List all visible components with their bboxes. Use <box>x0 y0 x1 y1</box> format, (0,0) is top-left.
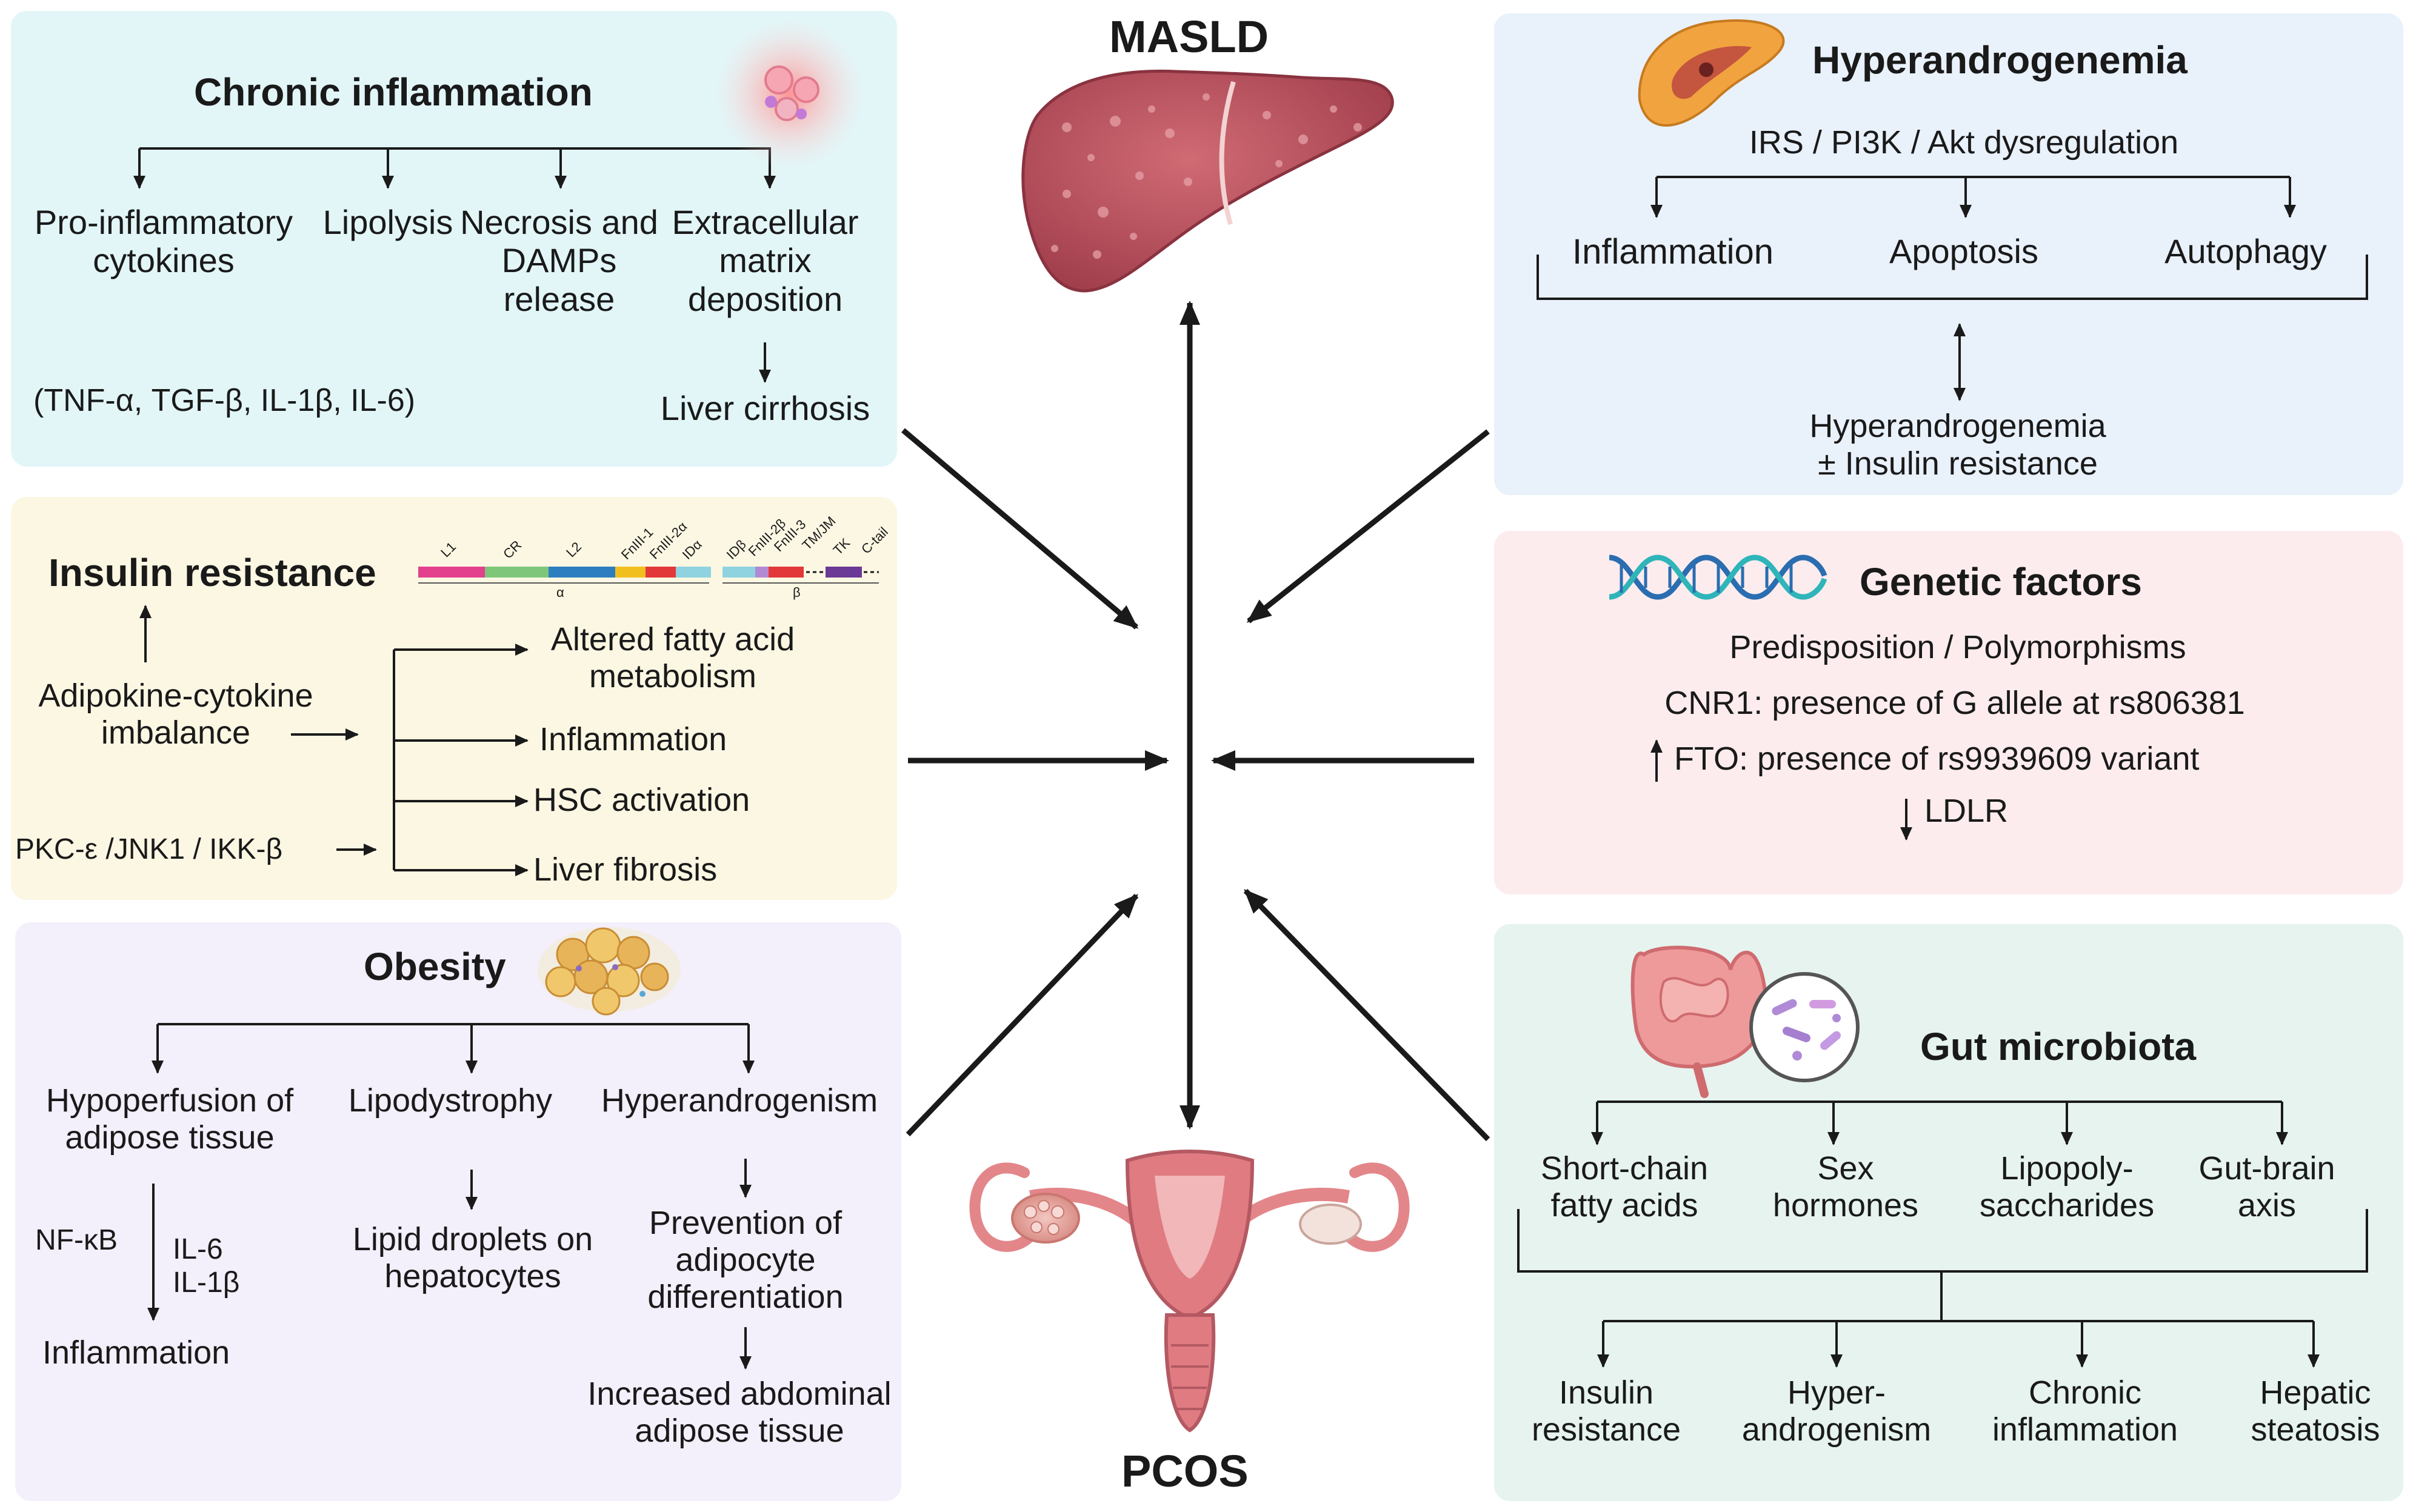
panel-obesity <box>15 922 901 1501</box>
arrow-from-gut-microbiota <box>1243 888 1490 1142</box>
dna-icon <box>1609 555 1827 600</box>
arrow-from-hyperandrogenemia <box>1246 429 1490 624</box>
gf-predisposition: Predisposition / Polymorphisms <box>1729 629 2186 665</box>
ob-inflammation: Inflammation <box>42 1334 230 1371</box>
gm-factor-scfa: Short-chain fatty acids <box>1540 1150 1709 1224</box>
ob-lipid-droplets: Lipid droplets on hepatocytes <box>352 1221 593 1295</box>
ob-item-lipodystrophy: Lipodystrophy <box>348 1082 553 1119</box>
ob-prevention: Prevention of adipocyte differentiation <box>647 1205 844 1316</box>
gm-factor-gut-brain: Gut-brain axis <box>2198 1150 2335 1224</box>
ci-item-ecm: Extracellular matrix deposition <box>672 203 859 318</box>
ci-cytokines-list: (TNF-α, TGF-β, IL-1β, IL-6) <box>33 383 416 418</box>
chronic-inflammation-title: Chronic inflammation <box>194 70 593 114</box>
masld-label: MASLD <box>1109 12 1269 62</box>
insulin-receptor-bar <box>418 567 879 584</box>
gf-fto: FTO: presence of rs9939609 variant <box>1674 741 2200 777</box>
ci-item-necrosis: Necrosis and DAMPs release <box>460 203 658 318</box>
ir-effect-hsc: HSC activation <box>533 782 750 818</box>
insulin-resistance-connectors <box>139 605 529 876</box>
liver-illustration <box>1021 69 1394 293</box>
subunit-alpha-label: α <box>556 585 564 600</box>
arrow-from-obesity <box>906 893 1139 1137</box>
panel-insulin-resistance <box>11 497 897 900</box>
chronic-inflammation-connectors <box>133 147 776 383</box>
hyperandrogenemia-title: Hyperandrogenemia <box>1812 38 2187 82</box>
ha-outcome-hyperandrogenemia: Hyperandrogenemia <box>1809 408 2106 444</box>
gm-factor-lps: Lipopoly-saccharides <box>1979 1150 2155 1224</box>
ha-pathway: IRS / PI3K / Akt dysregulation <box>1749 124 2179 161</box>
ci-liver-cirrhosis: Liver cirrhosis <box>660 389 870 427</box>
ci-item-cytokines: Pro-inflammatory cytokines <box>34 203 293 280</box>
ovary-right <box>1299 1204 1362 1245</box>
gm-factor-sex-hormones: Sex hormones <box>1772 1150 1919 1224</box>
ob-nfkb: NF-κB <box>35 1224 118 1256</box>
uterus-illustration <box>969 1150 1410 1433</box>
central-arrows <box>901 301 1490 1142</box>
ir-cause-adipokine: Adipokine-cytokine imbalance <box>38 678 313 751</box>
ir-effect-fatty-acid: Altered fatty acid metabolism <box>550 621 795 695</box>
ci-item-lipolysis: Lipolysis <box>322 203 453 241</box>
gm-outcome-steatosis: Hepatic steatosis <box>2251 1374 2380 1448</box>
obesity-connectors <box>147 1023 755 1370</box>
obesity-title: Obesity <box>364 945 506 988</box>
inflammatory-cells-icon <box>714 18 866 170</box>
ob-increased-adipose: Increased abdominal adipose tissue <box>587 1376 892 1450</box>
genetic-factors-title: Genetic factors <box>1860 560 2142 604</box>
ha-outcome-insulin: ± Insulin resistance <box>1818 445 2098 482</box>
intestine-icon <box>1630 945 1767 1098</box>
insulin-resistance-title: Insulin resistance <box>48 551 376 594</box>
ir-cause-pkc: PKC-ε /JNK1 / IKK-β <box>15 833 283 865</box>
gf-ldlr: LDLR <box>1924 793 2009 829</box>
gm-outcome-insulin: Insulin resistance <box>1531 1374 1681 1448</box>
adipocytes-icon <box>538 927 681 1016</box>
ob-item-hyperandrogenism: Hyperandrogenism <box>601 1082 878 1119</box>
ir-effect-inflammation: Inflammation <box>539 721 727 758</box>
ha-effect-inflammation: Inflammation <box>1572 232 1774 271</box>
gf-cnr1: CNR1: presence of G allele at rs806381 <box>1664 685 2245 721</box>
hyperandrogenemia-connectors <box>1537 176 2368 401</box>
gut-microbiota-connectors <box>1517 1101 2368 1368</box>
gm-outcome-inflammation: Chronic inflammation <box>1992 1374 2178 1448</box>
genetic-arrows <box>1650 739 1912 841</box>
ha-effect-autophagy: Autophagy <box>2164 232 2327 270</box>
pcos-label: PCOS <box>1121 1446 1249 1496</box>
subunit-beta-label: β <box>793 585 801 600</box>
gm-outcome-hyperandrogenism: Hyper-androgenism <box>1741 1374 1932 1448</box>
ob-item-hypoperfusion: Hypoperfusion of adipose tissue <box>45 1082 294 1156</box>
ob-il1b: IL-1β <box>173 1267 240 1299</box>
microbe-magnifier-icon <box>1749 972 1860 1082</box>
gut-microbiota-title: Gut microbiota <box>1920 1025 2197 1068</box>
ha-effect-apoptosis: Apoptosis <box>1889 232 2038 270</box>
ob-il6: IL-6 <box>173 1233 223 1265</box>
adrenal-gland-icon <box>1638 19 1785 127</box>
ir-effect-fibrosis: Liver fibrosis <box>533 851 718 888</box>
arrow-from-chronic-inflammation <box>901 428 1139 630</box>
